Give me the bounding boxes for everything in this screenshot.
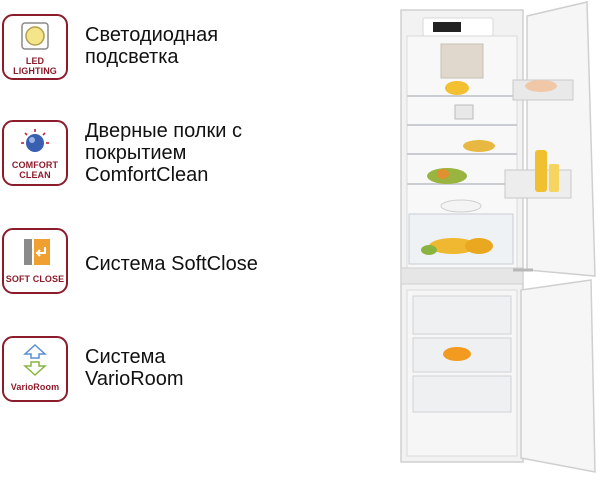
vario-room-badge: VarioRoom xyxy=(2,336,68,402)
product-image xyxy=(395,0,600,476)
badge-line: COMFORT xyxy=(11,160,59,170)
badge-line: LIGHTING xyxy=(13,66,57,76)
comfort-clean-badge: COMFORT CLEAN xyxy=(2,120,68,186)
feature-text-line: Система SoftClose xyxy=(85,253,258,275)
feature-text-line: Светодиодная xyxy=(85,24,219,46)
feature-led-lighting: LED LIGHTING Светодиодная подсветка xyxy=(0,14,395,94)
badge-line: LED xyxy=(25,56,45,66)
feature-text-line: Система xyxy=(85,346,166,368)
feature-text-line: Дверные полки с xyxy=(85,120,242,142)
feature-vario-room: VarioRoom Система VarioRoom xyxy=(0,336,395,416)
feature-text-line: ComfortClean xyxy=(85,164,209,186)
led-lighting-badge: LED LIGHTING xyxy=(2,14,68,80)
soft-close-icon xyxy=(4,235,66,269)
led-lighting-icon xyxy=(4,21,66,55)
feature-soft-close: SOFT CLOSE Система SoftClose xyxy=(0,228,395,308)
badge-line: CLEAN xyxy=(19,170,51,180)
feature-text-line: VarioRoom xyxy=(85,368,184,390)
comfort-clean-icon xyxy=(4,127,66,161)
feature-comfort-clean: COMFORT CLEAN Дверные полки с покрытием … xyxy=(0,120,395,200)
feature-text-line: подсветка xyxy=(85,46,179,68)
badge-line: VarioRoom xyxy=(10,382,60,392)
vario-room-icon xyxy=(4,343,66,377)
feature-text-line: покрытием xyxy=(85,142,187,164)
badge-line: SOFT CLOSE xyxy=(5,274,65,284)
soft-close-badge: SOFT CLOSE xyxy=(2,228,68,294)
